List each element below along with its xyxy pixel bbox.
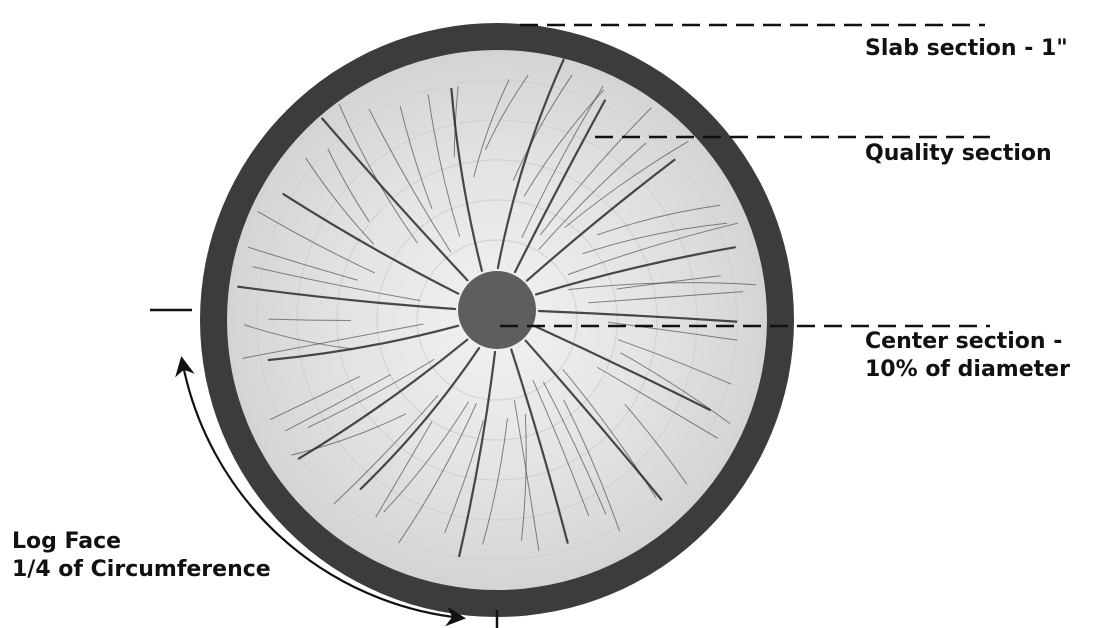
- quality-section-text: Quality section: [865, 140, 1052, 168]
- center-section-label: Center section - 10% of diameter: [865, 328, 1070, 384]
- log-face-text-line2: 1/4 of Circumference: [12, 556, 271, 584]
- log-face-label: Log Face 1/4 of Circumference: [12, 528, 271, 584]
- slab-section-text: Slab section - 1": [865, 35, 1068, 63]
- center-section-text-line1: Center section -: [865, 328, 1070, 356]
- log-face-text-line1: Log Face: [12, 528, 271, 556]
- slab-section-label: Slab section - 1": [865, 35, 1068, 63]
- center-section-text-line2: 10% of diameter: [865, 356, 1070, 384]
- center-section-disc: [458, 271, 536, 349]
- quality-section-label: Quality section: [865, 140, 1052, 168]
